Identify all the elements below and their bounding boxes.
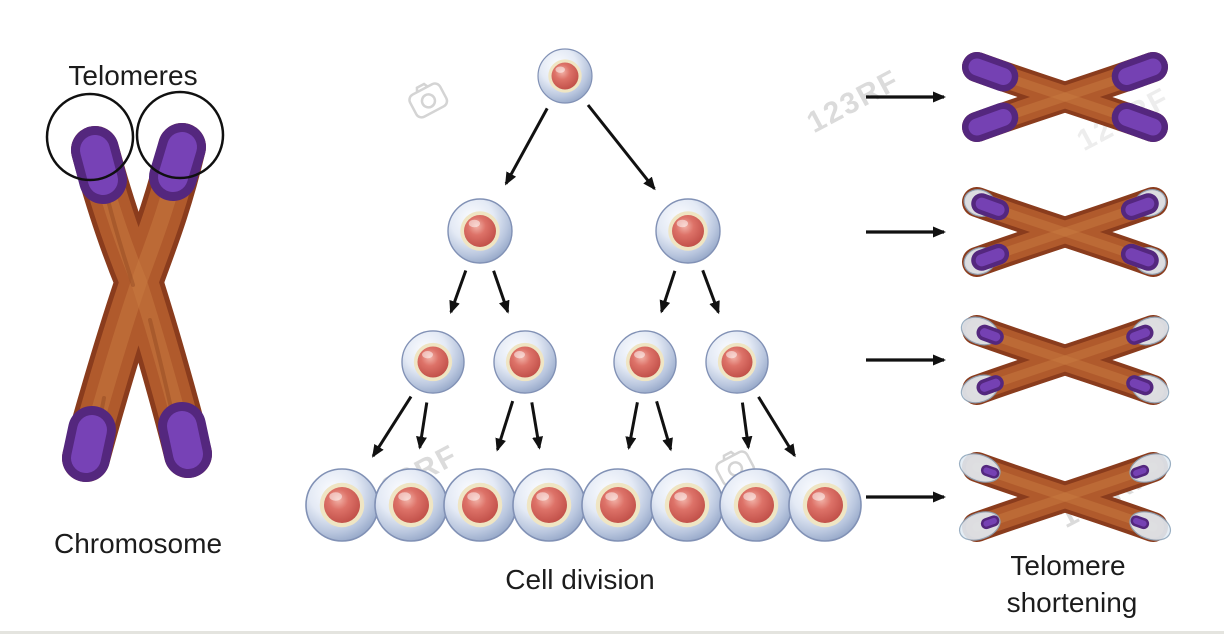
division-arrow	[659, 270, 677, 314]
telomere-cap-highlight	[968, 58, 1012, 85]
telomere-cap-highlight	[980, 378, 1001, 392]
cell	[655, 198, 721, 264]
telomere-highlight-circle-left	[45, 92, 135, 182]
cell	[581, 468, 655, 542]
watermark-text: 123RF	[802, 64, 906, 140]
telomere-cap-highlight	[983, 517, 997, 527]
chromosome-illustration	[45, 90, 225, 482]
cell	[443, 468, 517, 542]
telomere-cap-highlight	[71, 415, 107, 473]
chromosome-stage-3	[960, 315, 1170, 405]
chromosome-label: Chromosome	[54, 528, 222, 559]
division-arrow	[586, 104, 656, 191]
cell-division-tree	[305, 48, 862, 542]
cell	[650, 468, 724, 542]
division-arrow	[492, 270, 510, 314]
division-arrow	[371, 395, 413, 458]
telomere-cap-highlight	[968, 109, 1012, 136]
telomere-cap-highlight	[158, 132, 197, 192]
watermark-layer: 123RF 123RF 123RF 123RF	[325, 64, 1175, 537]
division-arrow	[495, 400, 515, 452]
telomere-cap-highlight	[1133, 467, 1147, 477]
division-arrow	[625, 402, 639, 450]
telomere-cap-highlight	[1118, 109, 1162, 136]
division-arrow	[655, 400, 673, 452]
telomere-cap-highlight	[167, 411, 203, 469]
chromosome-stage-1	[962, 52, 1168, 142]
cell	[401, 330, 465, 394]
telomere-shortening-stages	[866, 52, 1172, 542]
division-arrow	[757, 396, 796, 458]
telomere-cap-highlight	[975, 197, 1005, 216]
telomere-cap-highlight	[980, 328, 1001, 342]
telomere-cap-highlight	[1125, 197, 1155, 216]
image-bottom-edge	[0, 631, 1224, 634]
division-arrow	[701, 269, 720, 315]
cell	[719, 468, 793, 542]
telomere-cap-highlight	[983, 467, 997, 477]
division-arrow	[504, 107, 549, 186]
telomere-cap-highlight	[1118, 58, 1162, 85]
chromosome-stage-4	[958, 452, 1172, 542]
telomere-cap-highlight	[975, 248, 1005, 267]
telomere-shortening-label-line1: Telomere	[1010, 550, 1125, 581]
telomeres-label: Telomeres	[68, 60, 197, 91]
cell	[447, 198, 513, 264]
cell	[613, 330, 677, 394]
cell	[537, 48, 593, 104]
camera-icon	[404, 76, 451, 121]
chromosome-stage-2	[962, 187, 1168, 277]
cell	[512, 468, 586, 542]
telomere-highlight-circle-right	[135, 90, 225, 180]
telomere-cap-highlight	[1129, 378, 1150, 392]
cell	[305, 468, 379, 542]
division-arrow	[530, 402, 544, 450]
division-arrow	[449, 269, 468, 314]
cell	[374, 468, 448, 542]
telomere-cap-highlight	[1133, 517, 1147, 527]
telomere-cap-highlight	[1129, 328, 1150, 342]
division-arrow	[740, 402, 753, 450]
cell-division-label: Cell division	[505, 564, 654, 595]
telomere-shortening-label-line2: shortening	[1007, 587, 1138, 618]
division-arrow	[416, 402, 429, 450]
chromosome-texture	[106, 198, 135, 287]
cell	[705, 330, 769, 394]
cell	[493, 330, 557, 394]
division-arrows	[371, 104, 796, 458]
telomere-cap-highlight	[1125, 248, 1155, 267]
telomere-cap-highlight	[80, 135, 118, 195]
cell	[788, 468, 862, 542]
